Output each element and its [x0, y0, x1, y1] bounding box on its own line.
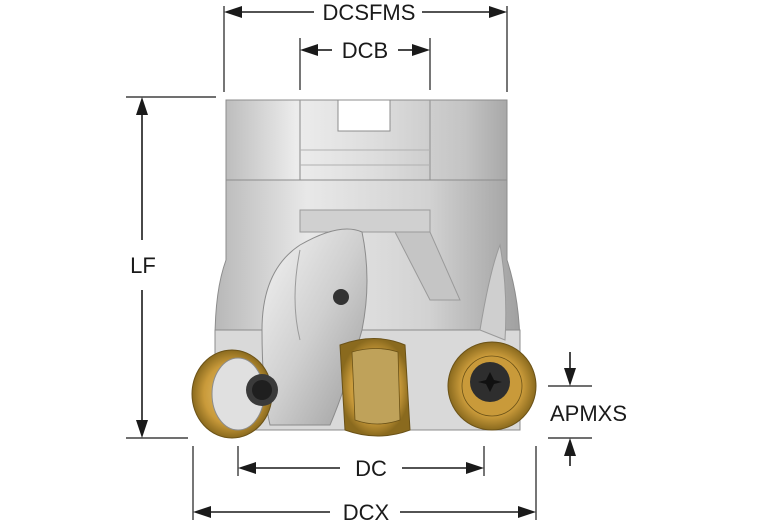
- insert-left: [191, 349, 273, 439]
- chip-flute: [261, 228, 368, 426]
- dimension-dcsfms: DCSFMS: [223, 0, 508, 92]
- insert-right-screw: [470, 362, 510, 402]
- cutter-body: [214, 99, 521, 431]
- apmxs-label: APMXS: [550, 401, 627, 426]
- insert-left-screw: [246, 374, 278, 406]
- dimension-lf: LF: [126, 96, 216, 439]
- coolant-hole: [333, 289, 349, 305]
- dimension-dcx: DCX: [192, 446, 537, 523]
- chip-flute-right: [479, 243, 507, 341]
- dimension-dcb: DCB: [299, 38, 431, 90]
- dimension-dc: DC: [237, 446, 485, 481]
- dcsfms-label: DCSFMS: [323, 0, 416, 25]
- insert-center: [339, 338, 411, 437]
- dc-label: DC: [355, 456, 387, 481]
- dcb-label: DCB: [342, 38, 388, 63]
- dcx-label: DCX: [343, 500, 390, 523]
- lf-label: LF: [130, 253, 156, 278]
- dimension-apmxs: APMXS: [548, 352, 627, 466]
